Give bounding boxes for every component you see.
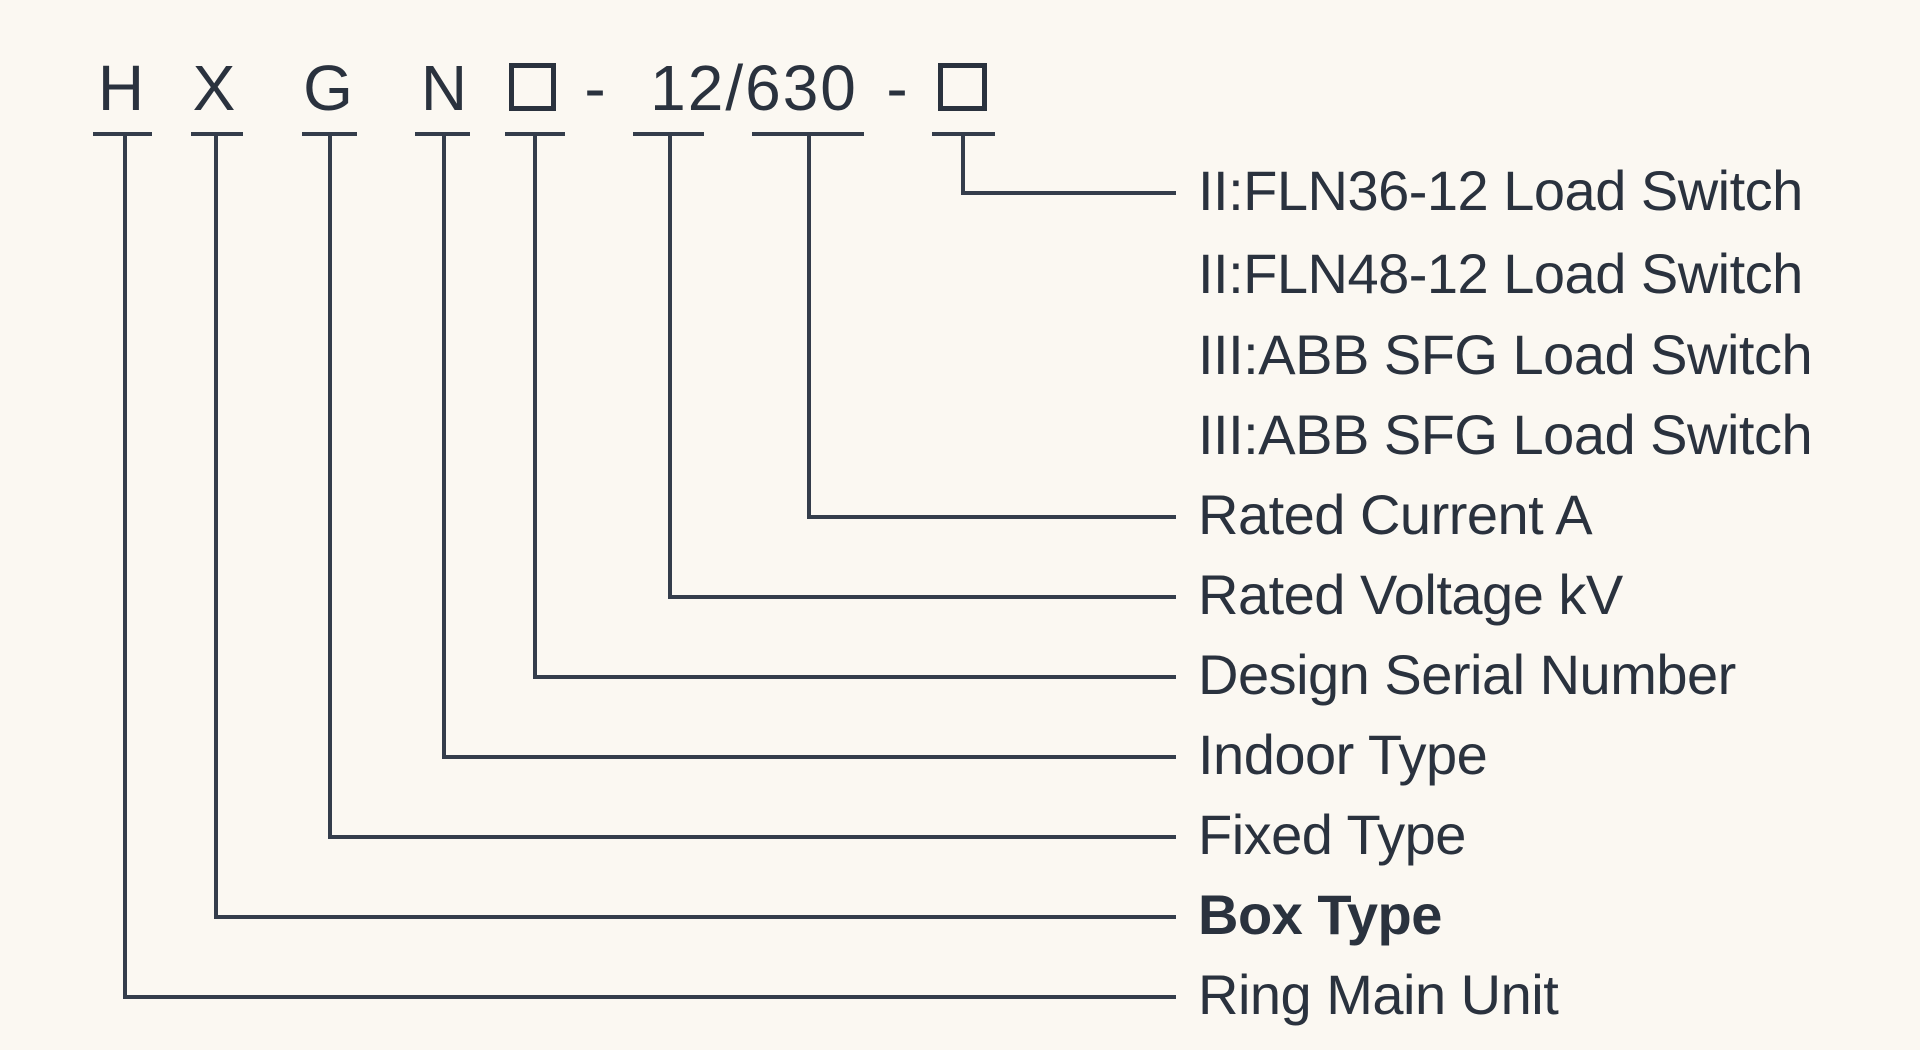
tick-design-box	[505, 132, 565, 136]
connector-switch-box	[961, 191, 1176, 195]
label-row-9: Box Type	[1198, 883, 1442, 946]
connector-letter-n	[442, 755, 1176, 759]
tick-letter-h	[93, 132, 152, 136]
label-row-0: II:FLN36-12 Load Switch	[1198, 159, 1803, 222]
code-dash-2: -	[886, 52, 910, 124]
tick-letter-x	[191, 132, 243, 136]
connector-letter-x	[214, 915, 1176, 919]
tick-letter-n	[415, 132, 470, 136]
code-letter-n: N	[420, 52, 470, 124]
code-letter-x: X	[192, 52, 238, 124]
code-dash-1: -	[584, 52, 608, 124]
stem-switch-box	[961, 136, 965, 195]
code-rating-12-630: 12/630	[650, 52, 858, 124]
label-row-6: Design Serial Number	[1198, 643, 1736, 706]
label-row-3: III:ABB SFG Load Switch	[1198, 403, 1813, 466]
code-switch-box	[938, 63, 987, 111]
tick-switch-box	[932, 132, 995, 136]
tick-letter-g	[302, 132, 357, 136]
label-row-8: Fixed Type	[1198, 803, 1466, 866]
label-row-5: Rated Voltage kV	[1198, 563, 1623, 626]
connector-letter-h	[123, 995, 1176, 999]
connector-rating-12	[668, 595, 1176, 599]
label-row-2: III:ABB SFG Load Switch	[1198, 323, 1813, 386]
code-letter-h: H	[97, 52, 147, 124]
label-row-7: Indoor Type	[1198, 723, 1488, 786]
code-letter-g: G	[303, 52, 355, 124]
stem-letter-g	[328, 136, 332, 839]
stem-design-box	[533, 136, 537, 679]
stem-rating-12	[668, 136, 672, 599]
stem-rating-630	[807, 136, 811, 519]
label-row-1: II:FLN48-12 Load Switch	[1198, 242, 1803, 305]
label-row-4: Rated Current A	[1198, 483, 1593, 546]
connector-design-box	[533, 675, 1176, 679]
tick-rating-12	[633, 132, 704, 136]
stem-letter-x	[214, 136, 218, 919]
connector-letter-g	[328, 835, 1176, 839]
stem-letter-n	[442, 136, 446, 759]
label-row-10: Ring Main Unit	[1198, 963, 1559, 1026]
connector-rating-630	[807, 515, 1176, 519]
stem-letter-h	[123, 136, 127, 999]
code-design-box	[509, 63, 556, 111]
tick-rating-630	[752, 132, 864, 136]
